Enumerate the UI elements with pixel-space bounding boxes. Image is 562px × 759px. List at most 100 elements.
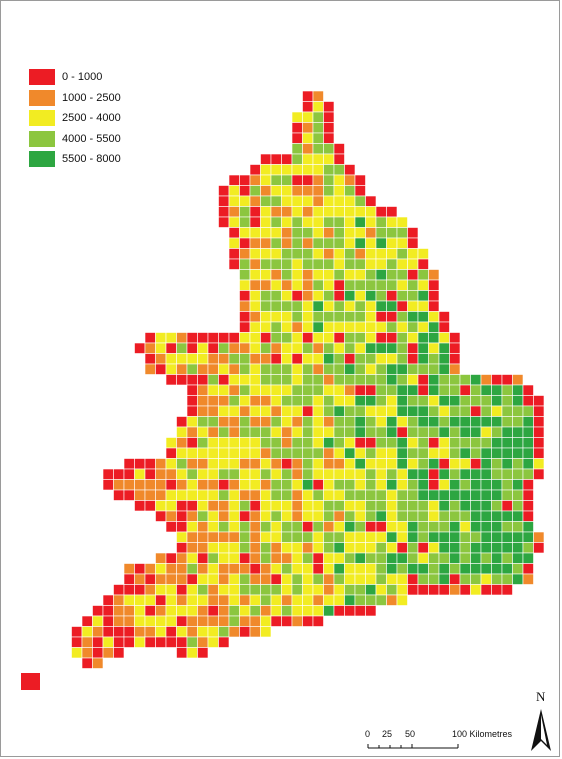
grid-cell — [407, 479, 419, 491]
grid-cell — [176, 563, 188, 575]
grid-cell — [270, 206, 282, 218]
grid-cell — [218, 489, 230, 501]
grid-cell — [144, 342, 156, 354]
grid-cell — [291, 132, 303, 144]
grid-cells — [71, 90, 545, 669]
grid-cell — [354, 185, 366, 197]
grid-cell — [344, 269, 356, 281]
grid-cell — [186, 521, 198, 533]
grid-cell — [249, 342, 261, 354]
grid-cell — [354, 321, 366, 333]
grid-cell — [407, 363, 419, 375]
grid-cell — [312, 374, 324, 386]
grid-cell — [323, 122, 335, 134]
grid-cell — [438, 468, 450, 480]
grid-cell — [417, 311, 429, 323]
grid-cell — [260, 185, 272, 197]
grid-cell — [270, 447, 282, 459]
grid-cell — [417, 447, 429, 459]
grid-cell — [501, 489, 513, 501]
grid-cell — [302, 395, 314, 407]
grid-cell — [281, 311, 293, 323]
grid-cell — [501, 447, 513, 459]
grid-cell — [165, 458, 177, 470]
grid-cell — [291, 363, 303, 375]
grid-cell — [155, 342, 167, 354]
grid-cell — [396, 300, 408, 312]
grid-cell — [323, 416, 335, 428]
grid-cell — [333, 405, 345, 417]
grid-cell — [113, 489, 125, 501]
north-arrow: N — [527, 689, 555, 753]
grid-cell — [386, 206, 398, 218]
grid-cell — [344, 279, 356, 291]
grid-cell — [218, 500, 230, 512]
grid-cell — [270, 458, 282, 470]
grid-cell — [417, 489, 429, 501]
grid-cell — [81, 647, 93, 659]
grid-cell — [365, 300, 377, 312]
grid-cell — [522, 426, 534, 438]
grid-cell — [186, 416, 198, 428]
grid-cell — [155, 353, 167, 365]
grid-cell — [333, 605, 345, 617]
grid-cell — [449, 332, 461, 344]
grid-cell — [365, 479, 377, 491]
grid-cell — [512, 384, 524, 396]
grid-cell — [365, 395, 377, 407]
grid-cell — [449, 542, 461, 554]
grid-cell — [438, 521, 450, 533]
grid-cell — [302, 132, 314, 144]
grid-cell — [396, 405, 408, 417]
grid-cell — [281, 300, 293, 312]
grid-cell — [155, 468, 167, 480]
grid-cell — [228, 479, 240, 491]
grid-cell — [459, 447, 471, 459]
grid-cell — [302, 227, 314, 239]
grid-cell — [354, 573, 366, 585]
grid-cell — [155, 573, 167, 585]
grid-cell — [228, 584, 240, 596]
grid-cell — [333, 332, 345, 344]
grid-cell — [449, 479, 461, 491]
grid-cell — [501, 395, 513, 407]
grid-cell — [270, 258, 282, 270]
grid-cell — [407, 468, 419, 480]
grid-cell — [396, 342, 408, 354]
grid-cell — [365, 531, 377, 543]
grid-cell — [344, 174, 356, 186]
grid-cell — [417, 353, 429, 365]
grid-cell — [134, 636, 146, 648]
grid-cell — [459, 426, 471, 438]
grid-cell — [270, 321, 282, 333]
grid-cell — [375, 426, 387, 438]
grid-cell — [491, 458, 503, 470]
grid-cell — [302, 269, 314, 281]
grid-cell — [239, 342, 251, 354]
grid-cell — [165, 342, 177, 354]
grid-cell — [386, 269, 398, 281]
grid-cell — [239, 227, 251, 239]
grid-cell — [396, 500, 408, 512]
grid-cell — [354, 447, 366, 459]
grid-cell — [333, 164, 345, 176]
grid-cell — [386, 332, 398, 344]
grid-cell — [155, 594, 167, 606]
grid-cell — [428, 405, 440, 417]
grid-cell — [333, 416, 345, 428]
grid-cell — [260, 479, 272, 491]
grid-cell — [281, 468, 293, 480]
grid-cell — [176, 542, 188, 554]
grid-cell — [239, 269, 251, 281]
grid-cell — [501, 510, 513, 522]
grid-cell — [239, 206, 251, 218]
grid-cell — [249, 384, 261, 396]
grid-cell — [449, 584, 461, 596]
grid-cell — [344, 563, 356, 575]
grid-cell — [239, 510, 251, 522]
grid-cell — [155, 363, 167, 375]
grid-cell — [312, 489, 324, 501]
grid-cell — [533, 416, 545, 428]
grid-cell — [459, 374, 471, 386]
grid-cell — [197, 468, 209, 480]
